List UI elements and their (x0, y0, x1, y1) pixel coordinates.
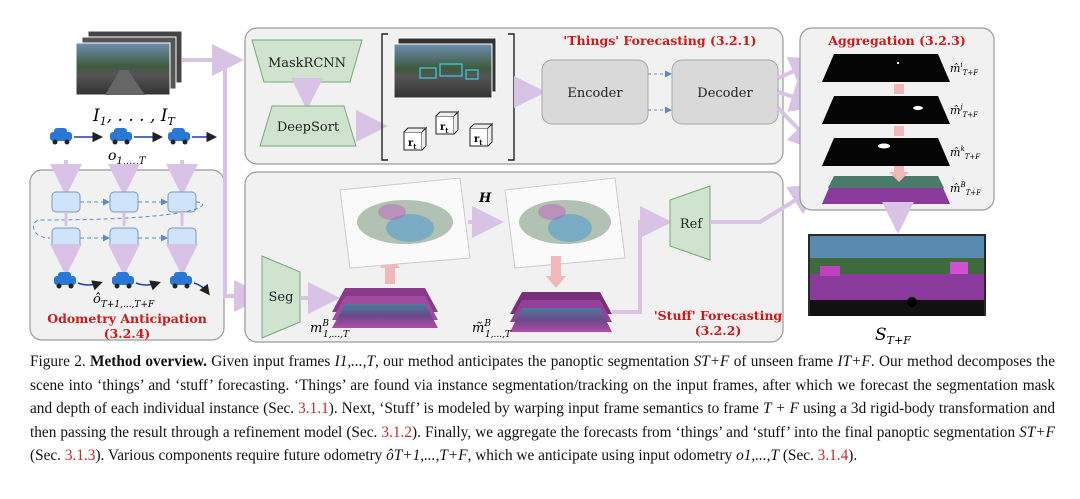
caption-text-9: ). Various components require future odo… (95, 447, 387, 465)
caption-text-10: , which we anticipate using input odomet… (467, 447, 737, 465)
maskrcnn-label: MaskRCNN (268, 56, 346, 71)
caption-ref-1[interactable]: 3.1.1 (298, 400, 329, 418)
caption-text-5: ). Next, ‘Stuff’ is modeled by warping i… (328, 400, 763, 418)
odometry-input-label: o1,...,T (108, 148, 147, 167)
instance-label-i: rt (408, 138, 417, 151)
point-cloud-input (339, 177, 471, 269)
method-overview-figure: I1, . . . , IT o1,...,T (29, 27, 995, 347)
caption-math-3: IT+F (837, 353, 871, 370)
ref-label: Ref (680, 217, 703, 232)
odometry-panel (29, 160, 225, 341)
caption-text-3: of unseen frame (729, 353, 838, 370)
odometry-cars-input (50, 128, 217, 145)
caption-ref-3[interactable]: 3.1.3 (64, 447, 96, 465)
caption-math-2: ST+F (693, 353, 730, 370)
instance-label-j: rt (440, 122, 449, 135)
aggregation-title: Aggregation (3.2.3) (827, 33, 965, 48)
caption-math-7: ST+F (1019, 423, 1055, 441)
encoder-label: Encoder (567, 86, 623, 101)
output-label: ST+F (875, 325, 911, 347)
warped-semantic-stack (510, 292, 612, 332)
seg-box (261, 255, 301, 339)
input-semantic-stack (332, 288, 438, 328)
instance-bracket: rt rt rt (381, 33, 515, 161)
output-frame (808, 234, 986, 316)
odometry-title-line1: Odometry Anticipation (47, 311, 207, 326)
caption-ref-2[interactable]: 3.1.2 (381, 423, 412, 441)
point-cloud-warped (504, 177, 626, 269)
caption-math-1: I1,...,T (334, 353, 375, 370)
caption-ref-4[interactable]: 3.1.4 (817, 447, 849, 465)
stuff-title-line2: (3.2.2) (695, 323, 742, 338)
encoder-box (541, 59, 649, 125)
caption-text-4: . Our method decomposes the scene into ‘… (30, 353, 1055, 418)
caption-bold-title: Method overview. (90, 353, 207, 370)
aggregation-masks (822, 54, 950, 204)
seg-label: Seg (269, 290, 294, 305)
caption-text-12: ). (848, 447, 858, 465)
caption-text-11: (Sec. (779, 447, 818, 465)
inputs-label: I1, . . . , IT (92, 106, 176, 128)
deepsort-box (259, 105, 357, 147)
h-label: H (478, 191, 492, 206)
things-title: 'Things' Forecasting (3.2.1) (563, 33, 756, 48)
ref-box (669, 185, 711, 261)
deepsort-label: DeepSort (277, 120, 340, 135)
caption-math-5: T + F (762, 400, 799, 418)
odometry-title-line2: (3.2.4) (104, 326, 151, 341)
figure-caption: Figure 2. Method overview. Given input f… (30, 350, 1055, 468)
input-frames-stack (75, 30, 183, 96)
caption-text-2: , our method anticipates the panoptic se… (374, 353, 694, 370)
decoder-label: Decoder (697, 86, 753, 101)
caption-math-9: ôT+1,...,T+F (386, 447, 468, 465)
caption-text-7: ). Finally, we aggregate the forecasts f… (412, 423, 1020, 441)
stuff-title-line1: 'Stuff' Forecasting (654, 308, 783, 323)
instance-label-k: rt (474, 134, 483, 147)
maskrcnn-box (251, 39, 363, 83)
caption-text-1: Given input frames (206, 353, 335, 370)
caption-fig-number: Figure 2. (30, 353, 86, 370)
caption-text-6: using a 3d rigid-body transformation and… (30, 400, 1055, 441)
caption-math-10: o1,...,T (736, 447, 780, 465)
caption-text-8: (Sec. (30, 447, 65, 465)
